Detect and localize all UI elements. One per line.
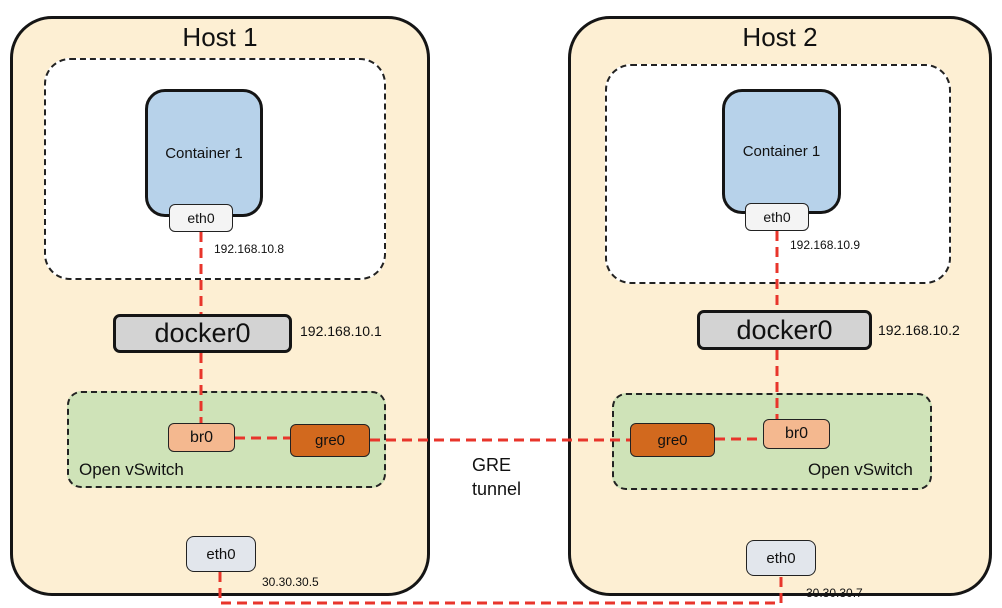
host-1-container-eth0: eth0 — [169, 204, 233, 232]
host-2-container-eth0: eth0 — [745, 203, 809, 231]
host-1-gre0: gre0 — [290, 424, 370, 457]
host-2-eth0: eth0 — [746, 540, 816, 576]
host-2-gre0: gre0 — [630, 423, 715, 457]
host-1-eth0: eth0 — [186, 536, 256, 572]
host-2-br0: br0 — [763, 419, 830, 449]
host-1-docker0-bridge: docker0 — [113, 314, 292, 353]
physical-eth0-link — [218, 572, 783, 605]
host-2-docker0-bridge: docker0 — [697, 310, 872, 350]
host-2-container: Container 1 — [722, 89, 841, 214]
gre-tunnel-label-line1: GRE — [472, 455, 512, 475]
host-1-container-ip: 192.168.10.8 — [214, 242, 285, 256]
host-2-docker0-ip: 192.168.10.2 — [878, 322, 960, 338]
gre-tunnel-label: GRE tunnel — [472, 453, 521, 501]
host-1-br0: br0 — [168, 423, 235, 452]
host-1-ovs-label: Open vSwitch — [79, 460, 184, 479]
host-1-ip: 30.30.30.5 — [262, 575, 319, 589]
host-1-container-label: Container 1 — [165, 144, 243, 162]
host-2-container-ip: 192.168.10.9 — [790, 238, 861, 252]
host-1-docker0-ip: 192.168.10.1 — [300, 323, 382, 339]
host-2-ovs-label: Open vSwitch — [808, 460, 913, 479]
host-2-ip: 30.30.30.7 — [806, 586, 863, 600]
host-2-title: Host 2 — [742, 22, 818, 52]
host-1-container: Container 1 — [145, 89, 263, 217]
host-2-container-label: Container 1 — [742, 143, 821, 160]
host-1-title: Host 1 — [182, 22, 258, 52]
gre-tunnel-label-line2: tunnel — [472, 479, 522, 499]
